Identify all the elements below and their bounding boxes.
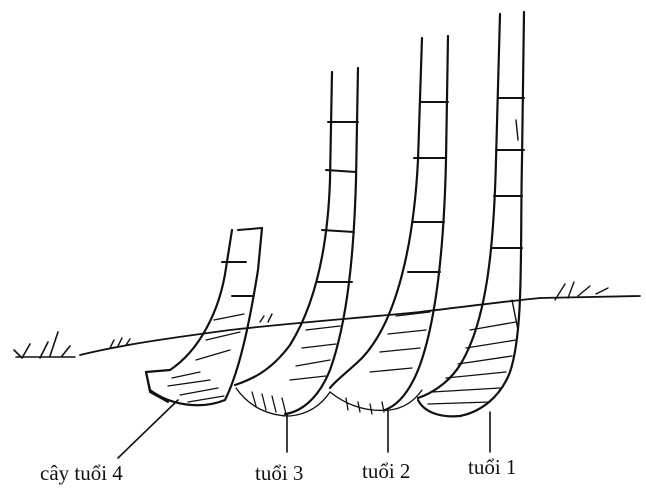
- culm-age4: [146, 228, 262, 405]
- label-age3: tuổi 3: [255, 461, 303, 485]
- culm-age1: [418, 12, 524, 416]
- culm-age2: [330, 36, 448, 414]
- label-age4: cây tuổi 4: [40, 461, 123, 485]
- leader-lines: [118, 400, 490, 458]
- label-age1: tuổi 1: [468, 455, 516, 479]
- ground-line: [14, 282, 640, 358]
- label-age2: tuổi 2: [362, 459, 410, 483]
- culm-age3: [235, 68, 358, 416]
